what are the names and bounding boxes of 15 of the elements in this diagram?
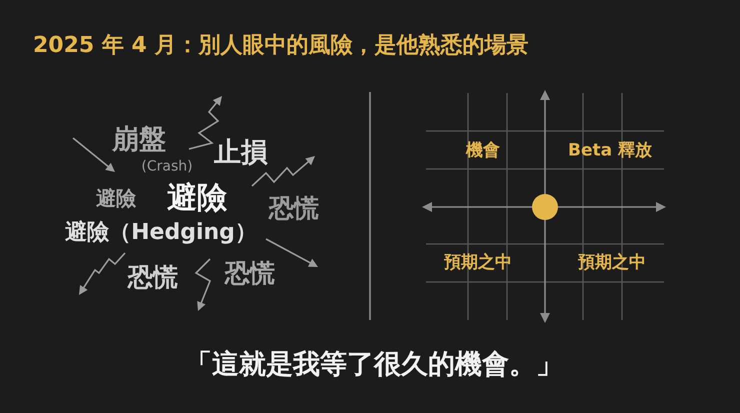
caption-text: 「這就是我等了很久的機會。」 (185, 350, 563, 380)
word-cloud-text: 止損 (214, 138, 268, 168)
quadrant-label: 機會 (466, 142, 500, 160)
quadrant-label: 預期之中 (578, 254, 646, 272)
word-cloud-text: 崩盤 (112, 125, 166, 155)
quadrant-label: 預期之中 (444, 254, 512, 272)
word-cloud-text: 避險 (96, 187, 136, 209)
quadrant-label: Beta 釋放 (568, 142, 652, 160)
word-cloud-text: 恐慌 (269, 194, 319, 222)
word-cloud-text: 恐慌 (128, 263, 178, 291)
word-cloud-text: (Crash) (141, 159, 193, 175)
word-cloud-text: 恐慌 (225, 259, 275, 287)
title-text: 2025 年 4 月：別人眼中的風險，是他熟悉的場景 (33, 34, 529, 58)
word-cloud-text: 避險 (167, 182, 227, 214)
word-cloud-text: 避險（Hedging） (65, 220, 257, 246)
